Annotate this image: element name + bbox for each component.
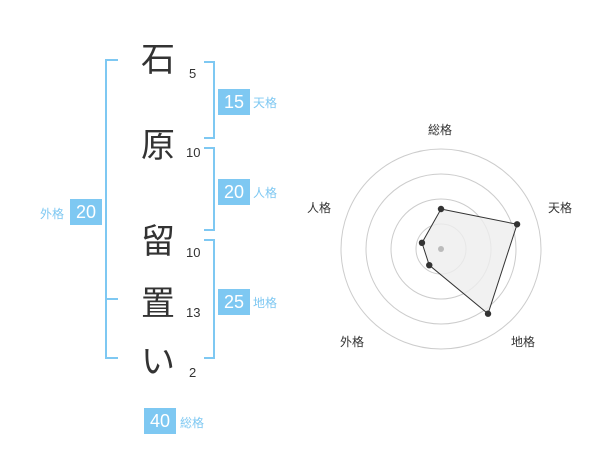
radar-axis-label-jinkaku: 人格 bbox=[307, 201, 332, 215]
radar-point-1 bbox=[437, 205, 445, 213]
name-char-2: 原 bbox=[141, 126, 175, 166]
chikaku-label: 地格 bbox=[253, 296, 278, 310]
radar-point-4 bbox=[426, 261, 433, 269]
jinkaku-bracket bbox=[204, 147, 215, 231]
stroke-count-5: 2 bbox=[189, 365, 197, 380]
radar-ring-4 bbox=[340, 148, 542, 350]
jinkaku-label: 人格 bbox=[253, 186, 278, 200]
radar-chart bbox=[340, 148, 542, 350]
radar-polygon bbox=[421, 208, 518, 315]
name-char-1: 石 bbox=[141, 40, 175, 80]
radar-point-3 bbox=[484, 310, 492, 317]
stroke-count-3: 10 bbox=[186, 245, 201, 260]
name-char-4: 置 bbox=[141, 284, 175, 324]
radar-axis-label-gaikaku: 外格 bbox=[340, 335, 365, 349]
radar-point-2 bbox=[513, 221, 521, 228]
soukaku-label: 総格 bbox=[180, 416, 205, 430]
stroke-count-2: 10 bbox=[186, 145, 201, 160]
stroke-count-1: 5 bbox=[189, 66, 197, 81]
name-char-3: 留 bbox=[141, 222, 175, 262]
gaikaku-label: 外格 bbox=[40, 207, 65, 221]
radar-point-5 bbox=[418, 239, 426, 247]
gaikaku-bracket bbox=[105, 59, 118, 359]
tenkaku-value: 15 bbox=[218, 89, 250, 115]
radar-axis-label-tenkaku: 天格 bbox=[548, 201, 573, 215]
stroke-count-4: 13 bbox=[186, 305, 201, 320]
gaikaku-value: 20 bbox=[70, 199, 102, 225]
chikaku-bracket bbox=[204, 239, 215, 359]
radar-center-dot bbox=[438, 246, 444, 252]
tenkaku-bracket bbox=[204, 61, 215, 139]
name-char-5: い bbox=[141, 342, 175, 382]
radar-axis-label-chikaku: 地格 bbox=[511, 335, 536, 349]
radar-axis-label-soukaku: 総格 bbox=[428, 123, 453, 137]
radar-ring-3 bbox=[365, 173, 517, 325]
soukaku-value: 40 bbox=[144, 408, 176, 434]
tenkaku-label: 天格 bbox=[253, 96, 278, 110]
jinkaku-value: 20 bbox=[218, 179, 250, 205]
chikaku-value: 25 bbox=[218, 289, 250, 315]
